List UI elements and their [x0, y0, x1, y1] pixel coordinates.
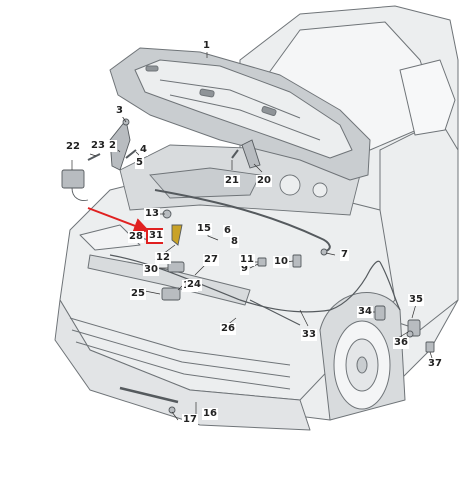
- callout-3: 3: [115, 105, 124, 117]
- callout-9: 9: [240, 263, 249, 275]
- callout-4: 4: [139, 144, 148, 156]
- small-parts: [61, 118, 435, 414]
- callout-37: 37: [427, 358, 443, 370]
- callout-16: 16: [202, 408, 218, 420]
- callout-30: 30: [143, 264, 159, 276]
- callout-28: 28: [128, 231, 144, 243]
- callout-15: 15: [196, 223, 212, 235]
- callout-26: 26: [220, 323, 236, 335]
- callout-8: 8: [230, 236, 239, 248]
- callout-13: 13: [144, 208, 160, 220]
- callout-11: 11: [239, 254, 255, 266]
- callout-22: 22: [65, 141, 81, 153]
- callout-21: 21: [224, 175, 240, 187]
- callout-12: 12: [155, 252, 171, 264]
- callout-6: 6: [223, 225, 232, 237]
- callout-35: 35: [408, 294, 424, 306]
- callout-10: 10: [273, 256, 289, 268]
- callout-2: 2: [108, 140, 117, 152]
- hood: [109, 47, 371, 181]
- callout-7: 7: [340, 249, 349, 261]
- hood-seal: [154, 189, 331, 253]
- callout-23: 23: [90, 140, 106, 152]
- callout-1: 1: [202, 40, 211, 52]
- callout-34: 34: [357, 306, 373, 318]
- callout-36: 36: [393, 337, 409, 349]
- callout-31: 31: [148, 230, 164, 242]
- callout-20: 20: [256, 175, 272, 187]
- callout-5: 5: [135, 157, 144, 169]
- callout-24: 24: [186, 279, 202, 291]
- callout-25: 25: [130, 288, 146, 300]
- callout-27: 27: [203, 254, 219, 266]
- callout-33: 33: [301, 329, 317, 341]
- callout-17: 17: [182, 414, 198, 426]
